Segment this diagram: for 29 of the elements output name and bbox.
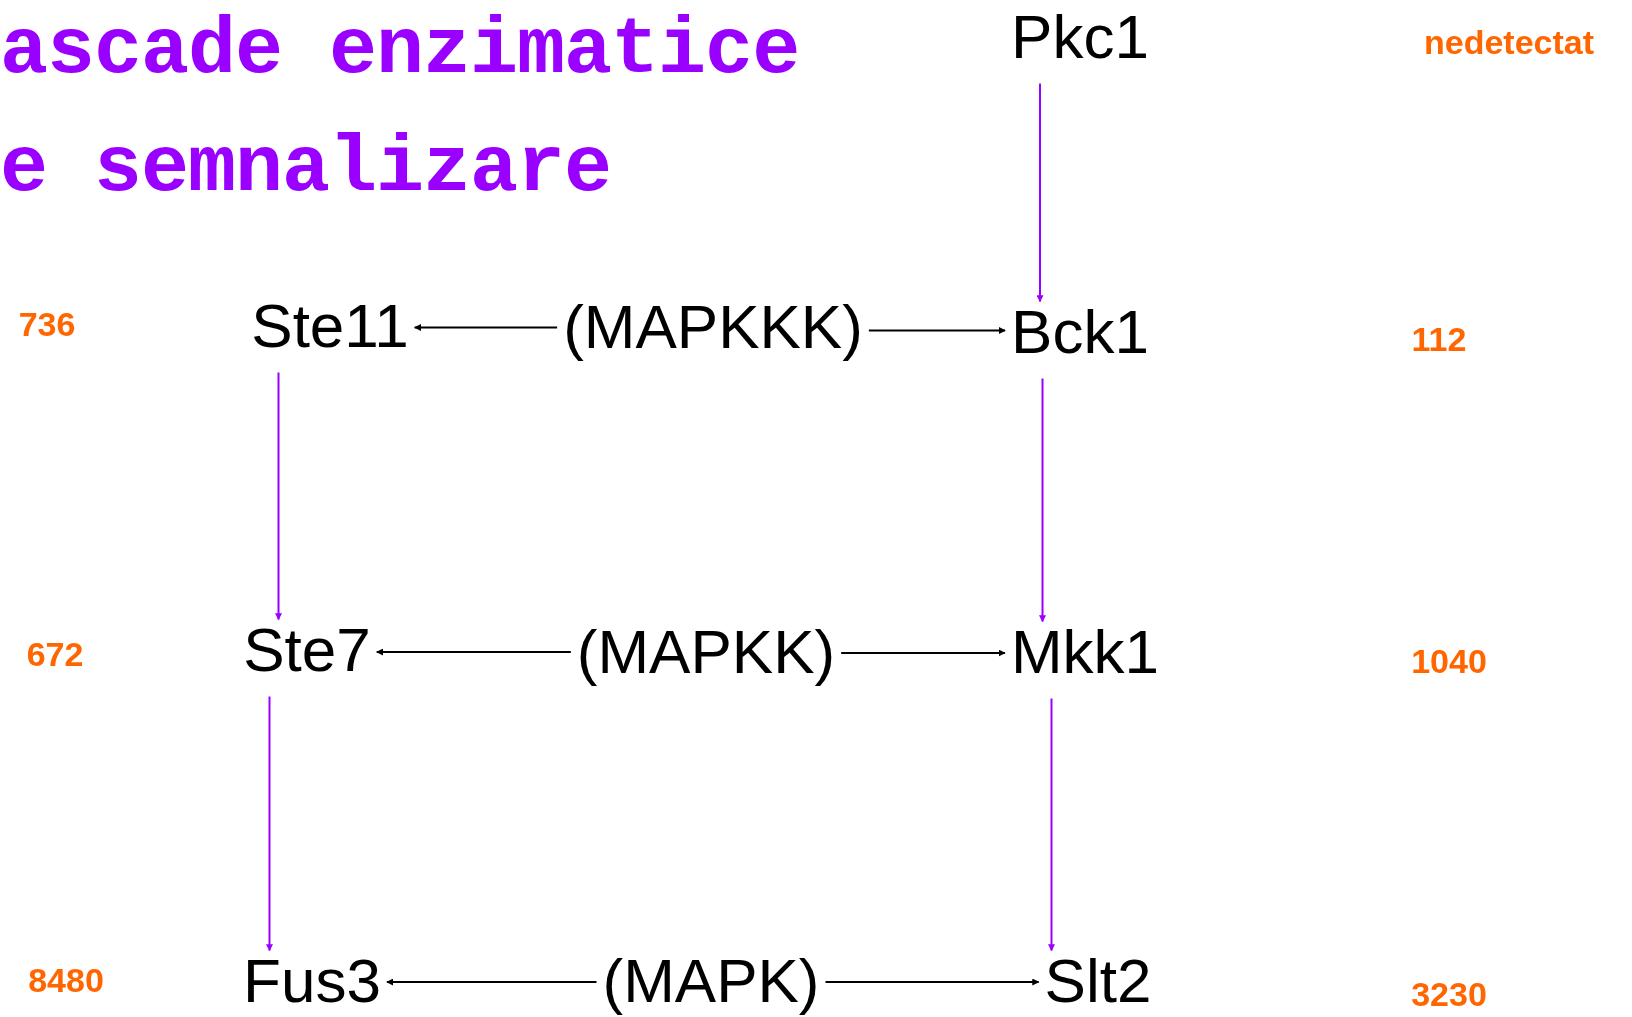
protein-label: Mkk1 [1004, 613, 1166, 689]
arrow [413, 324, 559, 331]
protein-label: Ste7 [237, 611, 377, 687]
count-number: nedetectat [1423, 22, 1595, 62]
arrow [266, 695, 273, 952]
count-number: 3230 [1411, 974, 1487, 1014]
protein-label: Slt2 [1038, 942, 1158, 1017]
arrow [867, 327, 1007, 334]
protein-label: (MAPKKK) [557, 288, 869, 364]
protein-label: Fus3 [237, 942, 387, 1017]
count-number: 736 [18, 304, 76, 344]
arrow [1036, 82, 1044, 303]
title: ascade enzimatice e semnalizare [0, 4, 801, 216]
protein-label: Bck1 [1005, 293, 1155, 369]
count-number: 8480 [28, 960, 104, 1000]
protein-label: (MAPKK) [570, 613, 842, 689]
arrow [385, 978, 598, 986]
arrow [375, 648, 572, 656]
arrow [840, 649, 1006, 657]
count-number: 112 [1411, 319, 1467, 359]
count-number: 1040 [1411, 641, 1487, 681]
protein-label: (MAPK) [596, 942, 826, 1017]
arrow [824, 978, 1040, 986]
arrow [1048, 697, 1055, 952]
arrow [275, 371, 282, 621]
protein-label: Ste11 [245, 287, 415, 363]
protein-label: Pkc1 [1005, 0, 1155, 74]
arrow [1039, 377, 1046, 623]
count-number: 672 [26, 634, 84, 674]
